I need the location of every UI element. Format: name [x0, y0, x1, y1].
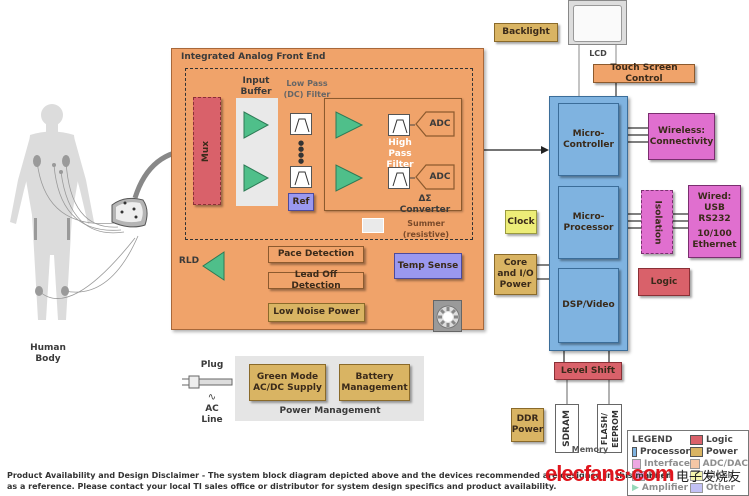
converter-label: ΔΣ Converter: [399, 194, 451, 215]
flash-label: FLASH/ EEPROM: [599, 409, 620, 448]
legend-item-adc-dac: ADC/DAC: [690, 458, 748, 469]
legend-item-logic: Logic: [690, 434, 748, 445]
microcontroller-block: Micro-Controller: [558, 103, 619, 176]
sdram-block: SDRAM: [555, 404, 579, 453]
legend-item-amplifier: ▶Amplifier: [632, 482, 689, 493]
legend-swatch: [690, 434, 703, 445]
lead-off-detection-block: Lead Off Detection: [268, 270, 364, 291]
adc-2-label: ADC: [429, 172, 451, 182]
battery-management-block: Battery Management: [339, 364, 410, 401]
channel-dots: ●●●●: [297, 139, 305, 165]
wired-speed-label: 10/100: [697, 229, 732, 239]
watermark-logo: elecfans·com: [545, 461, 675, 486]
low-noise-power-block: Low Noise Power: [268, 303, 365, 322]
legend-item-clock: Clock: [690, 470, 748, 481]
backlight-block: Backlight: [494, 23, 558, 42]
mux-block: Mux: [193, 97, 221, 205]
pace-detection-block: Pace Detection: [268, 246, 364, 263]
legend: LEGEND Logic Processor Power Interface A…: [627, 430, 749, 496]
legend-item-interface: Interface: [632, 458, 690, 469]
disclaimer-line-2: as a reference. Please contact your loca…: [7, 482, 557, 491]
lcd-label: LCD: [589, 49, 607, 58]
lcd-display: [568, 0, 627, 45]
microprocessor-block: Micro-Processor: [558, 186, 619, 259]
human-body-figure: [10, 104, 94, 320]
summer-block: [362, 218, 384, 233]
disclaimer: Product Availability and Design Disclaim…: [7, 470, 670, 492]
touch-screen-control-block: Touch Screen Control: [593, 63, 695, 84]
lowpass-filter-2: [290, 166, 312, 188]
watermark-cn-text: 电子发烧友: [676, 470, 742, 485]
highpass-filter-label: High Pass Filter: [386, 138, 414, 170]
highpass-filter-1: [388, 114, 410, 136]
wired-rs232-label: RS232: [698, 214, 731, 224]
afe-dashed-region: [185, 68, 473, 240]
green-mode-supply-block: Green Mode AC/DC Supply: [249, 364, 326, 401]
flash-eeprom-block: FLASH/ EEPROM: [597, 404, 622, 453]
disclaimer-line-1: Product Availability and Design Disclaim…: [7, 471, 670, 480]
lowpass-filter-1: [290, 113, 312, 135]
mux-label: Mux: [201, 140, 212, 162]
dsp-video-block: DSP/Video: [558, 268, 619, 343]
legend-item-power: Power: [690, 446, 748, 457]
electrode-pod: [111, 197, 148, 228]
delta-sigma-converter-block: [324, 98, 462, 211]
wireless-connectivity-block: Wireless: Connectivity: [648, 113, 715, 160]
ddr-power-block: DDR Power: [511, 408, 544, 442]
adc-2: ADC: [415, 164, 455, 190]
adc-1: ADC: [415, 111, 455, 137]
wired-ethernet-label: Ethernet: [692, 240, 737, 250]
sdram-label: SDRAM: [561, 410, 572, 447]
input-buffer-region: [236, 98, 278, 206]
ref-block: Ref: [288, 193, 314, 211]
legend-item-other: Other: [690, 482, 748, 493]
wired-label: Wired:: [697, 192, 732, 202]
isolation-block: Isolation: [641, 190, 673, 254]
ac-line-label: AC Line: [201, 404, 223, 425]
plug-label: Plug: [200, 360, 224, 370]
lowpass-filter-label: Low Pass (DC) Filter: [283, 79, 331, 99]
ac-symbol-icon: ∿: [207, 392, 217, 403]
adc-1-label: ADC: [429, 119, 451, 129]
temp-sense-block: Temp Sense: [394, 253, 462, 279]
rld-label: RLD: [178, 256, 200, 266]
memory-label: Memory: [571, 445, 609, 454]
level-shift-block: Level Shift: [554, 362, 622, 380]
isolation-label: Isolation: [652, 199, 663, 245]
input-buffer-label: Input Buffer: [240, 76, 272, 97]
clock-block: Clock: [505, 210, 537, 234]
fan-icon: [433, 300, 462, 332]
human-body-label: Human Body: [30, 343, 66, 364]
wired-interface-block: Wired: USB RS232 10/100 Ethernet: [688, 185, 741, 258]
wired-usb-label: USB: [704, 203, 725, 213]
plug-icon: [182, 375, 233, 389]
highpass-filter-2: [388, 167, 410, 189]
logic-block: Logic: [638, 268, 690, 296]
legend-title: LEGEND: [632, 434, 673, 445]
afe-title: Integrated Analog Front End: [181, 52, 326, 62]
summer-label: Summer (resistive): [402, 219, 450, 239]
power-management-title: Power Management: [279, 406, 381, 416]
core-io-power-block: Core and I/O Power: [494, 254, 537, 295]
legend-item-processor: Processor: [632, 446, 690, 457]
legend-item-rf-if: RF/IF: [632, 470, 690, 481]
